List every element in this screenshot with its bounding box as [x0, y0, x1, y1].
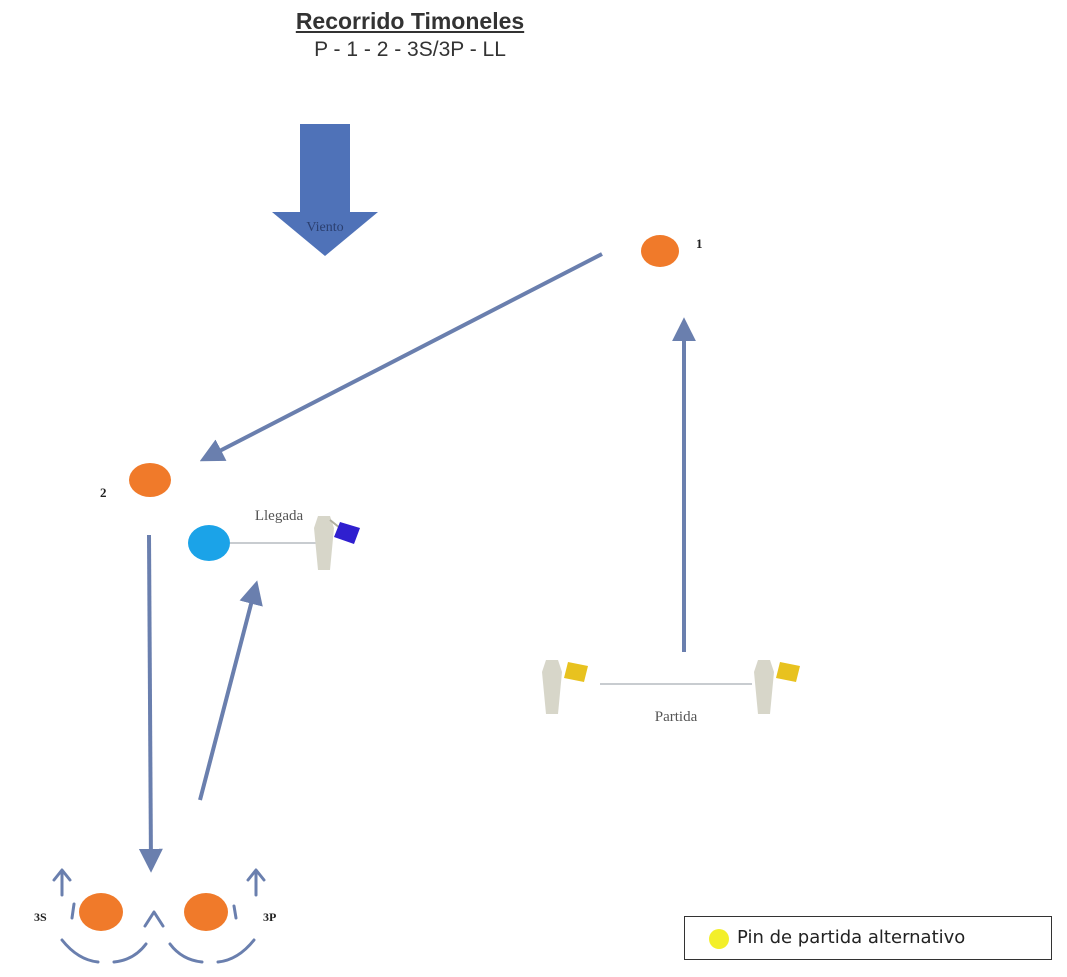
- wind-label: Viento: [306, 220, 343, 235]
- leg-2-to-3-arrow: [138, 534, 163, 873]
- mark-2-buoy: [129, 463, 171, 497]
- start-right-flag-icon: [776, 662, 800, 682]
- legend-box: Pin de partida alternativo: [684, 916, 1052, 960]
- mark-3s-label: 3S: [34, 910, 47, 924]
- finish-flag-icon: [334, 522, 360, 544]
- mark-2-label: 2: [100, 485, 107, 500]
- legend-label: Pin de partida alternativo: [737, 927, 966, 948]
- start-label: Partida: [655, 709, 698, 725]
- mark-1-label: 1: [696, 236, 703, 251]
- gate-rounding-path: [60, 902, 256, 964]
- finish-label: Llegada: [255, 508, 304, 524]
- leg-3-to-finish-arrow: [198, 580, 263, 801]
- leg-1-to-2-arrow: [199, 252, 603, 462]
- alternate-pin-icon: [709, 929, 729, 949]
- start-right-boat-icon: [754, 660, 774, 714]
- finish-buoy: [188, 525, 230, 561]
- wind-arrow: Viento: [272, 124, 378, 256]
- start-left-flag-icon: [564, 662, 588, 682]
- finish-line: Llegada: [188, 508, 360, 570]
- gate-exit-arrows: [52, 868, 266, 928]
- mark-3p-buoy: [184, 893, 228, 931]
- mark-3p-label: 3P: [263, 910, 276, 924]
- mark-1-buoy: [641, 235, 679, 267]
- finish-boat-icon: [314, 516, 341, 570]
- course-title: Recorrido Timoneles: [295, 8, 525, 34]
- course-sequence: P - 1 - 2 - 3S/3P - LL: [314, 38, 506, 61]
- start-left-boat-icon: [542, 660, 562, 714]
- mark-3s-buoy: [79, 893, 123, 931]
- start-line: Partida: [542, 660, 800, 725]
